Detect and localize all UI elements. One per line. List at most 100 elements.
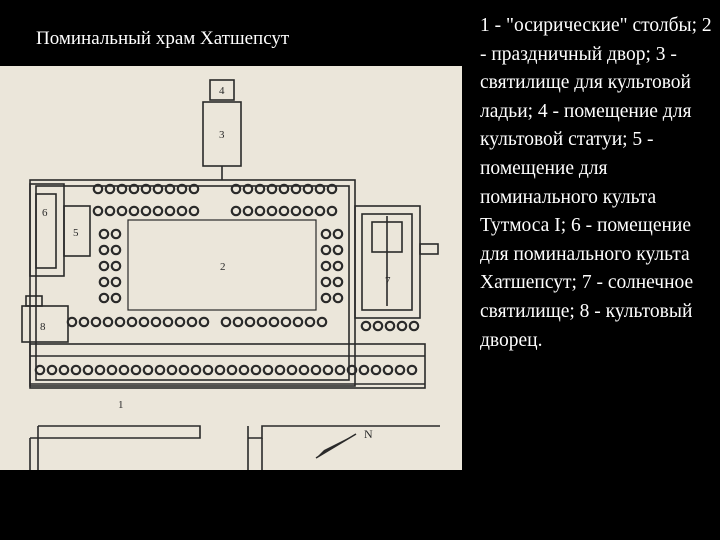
column (320, 292, 332, 304)
enclosure-wall (29, 179, 356, 387)
column (190, 364, 202, 376)
column (70, 364, 82, 376)
column (266, 205, 278, 217)
column (382, 364, 394, 376)
label-1: 1 (118, 399, 124, 411)
legend-caption: 1 - "осирические" столбы; 2 - праздничны… (480, 15, 712, 351)
column (102, 316, 114, 328)
column (140, 205, 152, 217)
column (154, 364, 166, 376)
column (116, 205, 128, 217)
column (322, 364, 334, 376)
north-arrow-icon (315, 433, 357, 459)
column (176, 205, 188, 217)
column (408, 320, 420, 332)
column (256, 316, 268, 328)
column (360, 320, 372, 332)
column (178, 364, 190, 376)
column (162, 316, 174, 328)
column (396, 320, 408, 332)
column (98, 260, 110, 272)
column (164, 205, 176, 217)
column (98, 292, 110, 304)
column (346, 364, 358, 376)
court-2 (127, 219, 317, 311)
column (98, 244, 110, 256)
column (214, 364, 226, 376)
column (320, 276, 332, 288)
column (198, 316, 210, 328)
label-north: N (364, 427, 373, 441)
column (186, 316, 198, 328)
column (90, 316, 102, 328)
column (128, 183, 140, 195)
column (292, 316, 304, 328)
column (332, 244, 344, 256)
column (310, 364, 322, 376)
column (244, 316, 256, 328)
label-7: 7 (385, 275, 391, 287)
column (372, 320, 384, 332)
column (334, 364, 346, 376)
column (302, 205, 314, 217)
column (58, 364, 70, 376)
column (304, 316, 316, 328)
chamber-4 (209, 79, 235, 101)
column (314, 183, 326, 195)
column (98, 228, 110, 240)
label-8: 8 (40, 321, 46, 333)
column (268, 316, 280, 328)
column (98, 276, 110, 288)
column (106, 364, 118, 376)
label-4: 4 (219, 85, 225, 97)
column (152, 183, 164, 195)
column (188, 205, 200, 217)
column (254, 183, 266, 195)
column (332, 292, 344, 304)
column (266, 183, 278, 195)
column (274, 364, 286, 376)
column (130, 364, 142, 376)
column (142, 364, 154, 376)
column (82, 364, 94, 376)
column (174, 316, 186, 328)
chamber-7 (354, 205, 421, 319)
column (92, 183, 104, 195)
column (226, 364, 238, 376)
column (110, 260, 122, 272)
column (164, 183, 176, 195)
column (314, 205, 326, 217)
column (166, 364, 178, 376)
column (242, 205, 254, 217)
column (332, 260, 344, 272)
lower-portico (29, 343, 426, 389)
column (394, 364, 406, 376)
column (384, 320, 396, 332)
column (278, 183, 290, 195)
column (316, 316, 328, 328)
column (110, 276, 122, 288)
column (230, 183, 242, 195)
column (290, 205, 302, 217)
column (46, 364, 58, 376)
column (110, 292, 122, 304)
label-5: 5 (73, 227, 79, 239)
column (242, 183, 254, 195)
chamber-5 (63, 205, 91, 257)
column (230, 205, 242, 217)
column (126, 316, 138, 328)
column (152, 205, 164, 217)
label-6: 6 (42, 207, 48, 219)
column (220, 316, 232, 328)
column (104, 205, 116, 217)
column (326, 183, 338, 195)
column (128, 205, 140, 217)
column (110, 228, 122, 240)
slide-title: Поминальный храм Хатшепсут (36, 28, 290, 49)
column (286, 364, 298, 376)
column (370, 364, 382, 376)
column (250, 364, 262, 376)
column (118, 364, 130, 376)
temple-floor-plan: 1 2 3 4 5 6 7 8 N (0, 66, 462, 470)
column (94, 364, 106, 376)
